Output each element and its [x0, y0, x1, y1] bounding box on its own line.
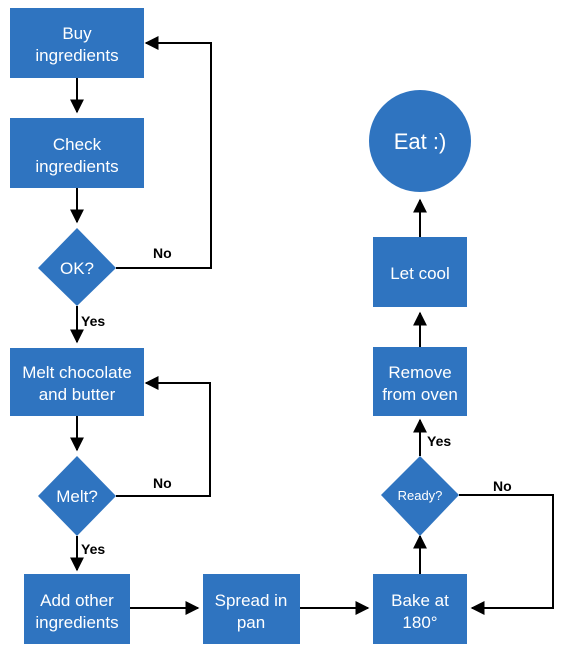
node-check-box [10, 118, 144, 188]
edge-ok-no-to-buy [116, 36, 212, 269]
node-spread-line2: pan [237, 613, 265, 632]
node-check-ingredients: Check ingredients [10, 118, 144, 188]
node-eat-label: Eat :) [394, 129, 447, 154]
node-ready-label: Ready? [398, 488, 443, 503]
node-melt-chocolate: Melt chocolate and butter [10, 348, 144, 416]
node-check-line2: ingredients [35, 157, 118, 176]
node-buy-box [10, 8, 144, 78]
node-melt-decision: Melt? [38, 456, 116, 536]
node-ready-decision: Ready? [381, 456, 459, 536]
node-remove-box [373, 347, 467, 416]
edge-label-ok-yes: Yes [81, 313, 105, 329]
edge-label-ok-no: No [153, 245, 172, 261]
node-melt-choc-box [10, 348, 144, 416]
edge-label-ready-yes: Yes [427, 433, 451, 449]
node-bake-line2: 180° [402, 613, 437, 632]
node-melt-choc-line1: Melt chocolate [22, 363, 132, 382]
node-ok-decision: OK? [38, 228, 116, 306]
node-melt-diamond [38, 456, 116, 536]
node-remove-from-oven: Remove from oven [373, 347, 467, 416]
node-add-other-line1: Add other [40, 591, 114, 610]
node-check-line1: Check [53, 135, 102, 154]
node-ready-diamond [381, 456, 459, 536]
node-ok-label: OK? [60, 259, 94, 278]
edge-melt-no-to-melt-choc [116, 376, 211, 497]
nodes: Buy ingredients Check ingredients OK? Me… [10, 8, 471, 644]
node-remove-line1: Remove [388, 363, 451, 382]
node-eat-circle [369, 90, 471, 192]
node-add-other-ingredients: Add other ingredients [24, 574, 130, 644]
node-buy-line2: ingredients [35, 46, 118, 65]
node-cool-box [373, 237, 467, 307]
node-bake-box [373, 574, 467, 644]
node-ok-diamond [38, 228, 116, 306]
edges [70, 36, 554, 615]
edge-label-melt-no: No [153, 475, 172, 491]
node-melt-choc-line2: and butter [39, 385, 116, 404]
node-cool-label: Let cool [390, 264, 450, 283]
node-melt-label: Melt? [56, 487, 98, 506]
edge-label-melt-yes: Yes [81, 541, 105, 557]
node-let-cool: Let cool [373, 237, 467, 307]
node-bake-line1: Bake at [391, 591, 449, 610]
node-bake: Bake at 180° [373, 574, 467, 644]
edge-ready-no-to-bake [459, 494, 554, 615]
edge-label-ready-no: No [493, 478, 512, 494]
edge-labels: No Yes No Yes No Yes [81, 245, 512, 557]
node-remove-line2: from oven [382, 385, 458, 404]
node-spread-in-pan: Spread in pan [203, 574, 300, 644]
node-eat: Eat :) [369, 90, 471, 192]
node-add-other-line2: ingredients [35, 613, 118, 632]
node-spread-line1: Spread in [215, 591, 288, 610]
node-spread-box [203, 574, 300, 644]
node-buy-line1: Buy [62, 24, 92, 43]
node-add-other-box [24, 574, 130, 644]
node-buy-ingredients: Buy ingredients [10, 8, 144, 78]
